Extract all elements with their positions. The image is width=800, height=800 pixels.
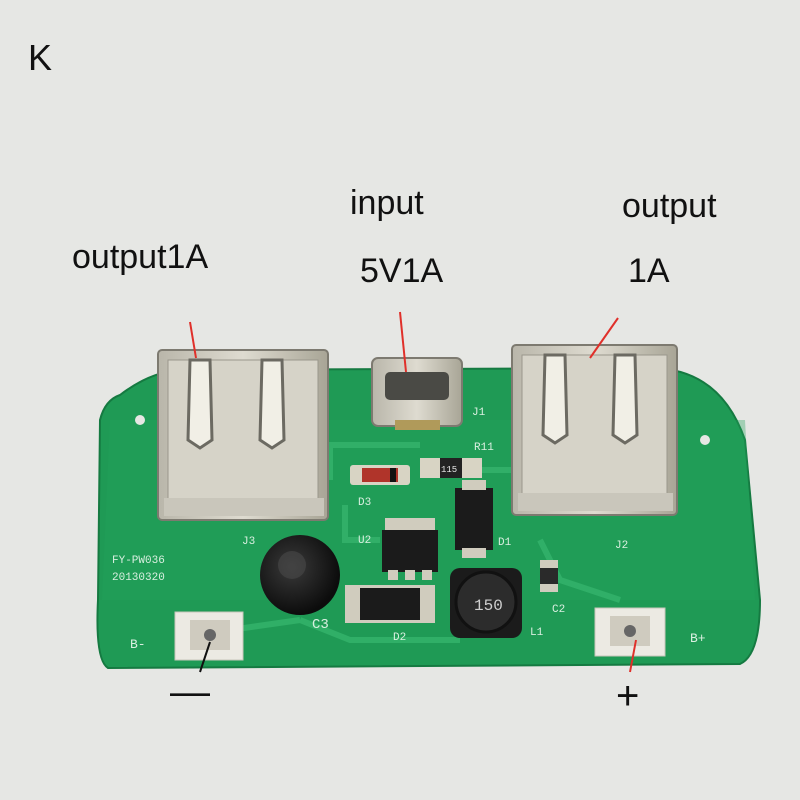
label-minus: — — [170, 670, 210, 714]
silk-c3: C3 — [312, 617, 329, 633]
usb-port-left — [157, 349, 329, 521]
silk-j3: J3 — [242, 536, 255, 548]
diode-d2 — [345, 585, 435, 623]
annotation-line-output-left — [189, 321, 197, 359]
label-plus: + — [616, 674, 640, 718]
silk-l1: L1 — [530, 627, 544, 639]
silk-c2: C2 — [552, 604, 565, 616]
label-output-right-line1: output — [622, 187, 717, 225]
label-input-line2: 5V1A — [360, 252, 444, 290]
annotation-line-plus — [629, 639, 637, 673]
label-output-right-line2: 1A — [628, 252, 670, 290]
micro-usb-input — [371, 357, 463, 430]
corner-letter: K — [28, 37, 53, 78]
silk-d2: D2 — [393, 632, 406, 644]
label-input-line1: input — [350, 184, 424, 222]
silk-d1: D1 — [498, 537, 512, 549]
silk-inductor-value: 150 — [474, 597, 503, 615]
annotation-line-output-right — [589, 317, 619, 359]
capacitor-c3 — [260, 535, 340, 615]
annotation-line-minus — [199, 641, 211, 673]
resistor-r11 — [420, 458, 482, 478]
regulator-u2 — [382, 518, 438, 580]
silk-d3: D3 — [358, 497, 371, 509]
pad-b-minus — [174, 611, 244, 661]
usb-port-right — [511, 344, 678, 516]
silk-j1: J1 — [472, 407, 486, 419]
diode-d1 — [455, 480, 493, 558]
silk-u2: U2 — [358, 535, 371, 547]
silk-j2: J2 — [615, 540, 628, 552]
silk-model: FY-PW036 — [112, 555, 165, 567]
inductor-l1 — [450, 568, 522, 638]
label-output-left: output1A — [72, 238, 209, 276]
diode-d3 — [350, 465, 410, 485]
capacitor-c2 — [540, 560, 558, 592]
silk-b-plus: B+ — [690, 631, 706, 646]
silk-r11: R11 — [474, 442, 494, 454]
annotation-line-input — [399, 311, 407, 373]
silk-date: 20130320 — [112, 572, 165, 584]
silk-b-minus: B- — [130, 637, 146, 652]
pad-b-plus — [594, 607, 666, 657]
silk-r11-value: 115 — [441, 465, 457, 475]
